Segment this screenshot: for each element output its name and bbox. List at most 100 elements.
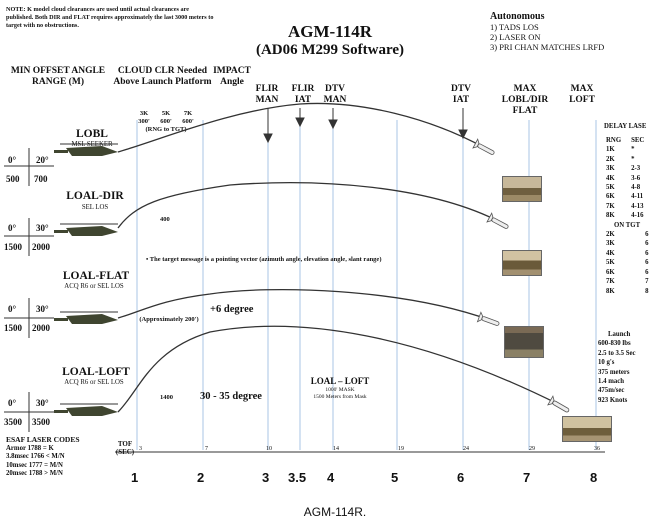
loft-impact-angle: 30 - 35 degree	[200, 391, 262, 402]
helicopter-icon	[54, 143, 118, 156]
autonomous-block: Autonomous 1) TADS LOS 2) LASER ON 3) PR…	[490, 11, 665, 53]
cloud-col-range: 3K	[139, 110, 149, 117]
table-cell: 6	[645, 268, 649, 276]
missile-icon	[547, 395, 570, 413]
launch-block: Launch 600-830 lbs 2.5 to 3.5 Sec 10 g's…	[598, 330, 666, 405]
mode-sub-lobl: MSL SEEKER	[71, 141, 113, 148]
mode-label-lobl: LOBL	[76, 128, 108, 140]
table-cell: *	[631, 146, 635, 154]
loal-loft-trajectory	[117, 325, 561, 413]
table-cell: 4-13	[631, 202, 644, 210]
table-cell: 6	[645, 231, 649, 239]
min-range: 1500	[4, 323, 22, 333]
offset-angle: 30°	[36, 223, 49, 233]
range-grid	[136, 120, 597, 450]
handover-arrows	[263, 108, 468, 144]
on-tgt-header: ON TGT	[614, 221, 641, 229]
flir-iat-header: FLIR IAT	[291, 84, 315, 105]
mode-sub-loal-dir: SEL LOS	[81, 204, 109, 211]
arrow-head	[295, 117, 305, 128]
impact-angle-header: IMPACT Angle	[213, 66, 251, 87]
table-cell: 6	[645, 240, 649, 248]
helicopter-icon	[54, 311, 118, 324]
loft-label: LOAL – LOFT	[310, 376, 370, 386]
loal-dir-trajectory	[117, 182, 501, 229]
loft-clearance: 1400	[160, 394, 173, 401]
min-offset-header: MIN OFFSET ANGLE RANGE (M)	[10, 66, 106, 87]
esaf-row: Armor 1788 = K	[6, 444, 54, 452]
table-cell: 4-8	[631, 184, 641, 192]
cloud-col-range: 5K	[161, 110, 171, 117]
tof-value: 24	[463, 446, 469, 452]
table-cell: 8	[645, 287, 649, 295]
table-cell: 5K	[606, 184, 615, 192]
table-cell: 5K	[606, 259, 615, 267]
table-cell: 4-16	[631, 212, 644, 220]
launch-angle: 0°	[8, 398, 17, 408]
mode-sub-loal-loft: ACQ R6 or SEL LOS	[64, 379, 124, 386]
helicopter-icon	[54, 403, 118, 416]
pointing-vector-text: The target message is a pointing vector …	[149, 256, 382, 263]
esaf-block: ESAF LASER CODES Armor 1788 = K 3.8msec …	[6, 435, 112, 479]
flir-man-header: FLIR MAN	[255, 84, 279, 105]
table-header: SEC	[631, 137, 645, 144]
cloud-col-range: 7K	[183, 110, 193, 117]
mode-label-loal-flat: LOAL-FLAT	[62, 270, 130, 282]
dtv-iat-header: DTV IAT	[450, 84, 472, 105]
table-cell: 4-11	[631, 193, 644, 201]
launch-line: 1.4 mach	[598, 378, 625, 386]
table-cell: 3-6	[631, 174, 641, 182]
lobl-trajectory	[117, 102, 486, 153]
axis-label: 7	[523, 470, 531, 485]
max-loft-header: MAX LOFT	[569, 84, 595, 105]
launch-heading: Launch	[608, 331, 631, 338]
axis-label: 6	[457, 470, 465, 485]
table-cell: 3K	[606, 165, 615, 173]
min-range-offset: 700	[34, 174, 48, 184]
axis-label: 3.5	[288, 470, 307, 485]
tof-value: 3	[139, 446, 142, 452]
min-range: 3500	[4, 417, 22, 427]
table-row: 6K 4-11	[604, 192, 651, 201]
mode-sub-loal-flat: ACQ R6 or SEL LOS	[64, 283, 124, 290]
mode-label-loal-dir: LOAL-DIR	[66, 190, 124, 202]
missile-icons	[472, 138, 570, 413]
table-cell: 2-3	[631, 165, 641, 173]
autonomous-item: 3) PRI CHAN MATCHES LRFD	[490, 42, 605, 52]
loal-flat-trajectory	[117, 288, 491, 321]
tof-value: 7	[205, 446, 208, 452]
cloud-col-value: 300'	[138, 118, 150, 125]
bunker-target-image	[504, 326, 544, 358]
launch-angle: 0°	[8, 223, 17, 233]
flat-clearance: (Approximately 200')	[139, 316, 199, 323]
launch-angle: 0°	[8, 304, 17, 314]
autonomous-item: 1) TADS LOS	[490, 22, 539, 32]
launch-angle: 0°	[8, 155, 17, 165]
arrow-head	[328, 119, 338, 130]
min-range-offset: 2000	[32, 242, 50, 252]
table-cell: 6	[645, 259, 649, 267]
table-cell: 1K	[606, 146, 615, 154]
table-row: 3K 2-3	[604, 164, 651, 173]
loft-mask-distance: 1500 Meters from Mask	[313, 394, 367, 400]
table-cell: 6K	[606, 193, 615, 201]
min-range: 500	[6, 174, 20, 184]
autonomous-heading: Autonomous	[490, 11, 545, 22]
table-cell: 7K	[606, 278, 615, 286]
esaf-heading: ESAF LASER CODES	[6, 435, 80, 444]
axis-label: 2	[197, 470, 205, 485]
table-cell: *	[631, 155, 635, 163]
flat-impact-angle: +6 degree	[210, 304, 254, 315]
table-row: 1K *	[604, 145, 651, 154]
arrow-head	[458, 129, 468, 140]
table-cell: 2K	[606, 155, 615, 163]
delay-lase-header: DELAY LASE	[604, 123, 647, 130]
launch-line: 475m/sec	[598, 387, 625, 395]
